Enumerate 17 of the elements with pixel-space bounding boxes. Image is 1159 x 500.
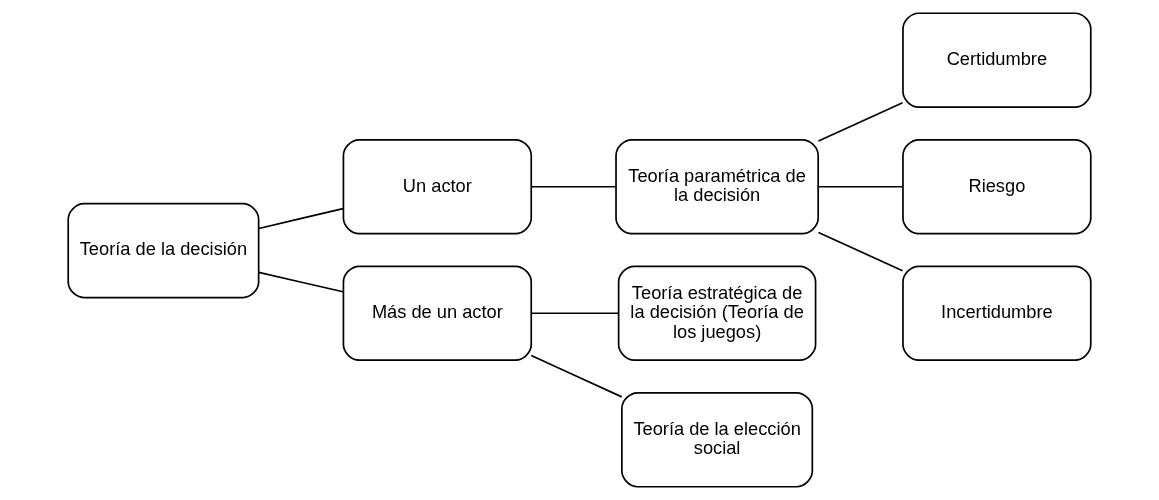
node-box: Teoría de la elección social <box>621 391 814 488</box>
connector <box>530 312 620 315</box>
connector <box>258 271 344 293</box>
node-box: Certidumbre <box>902 12 1092 109</box>
node-box: Riesgo <box>902 138 1092 235</box>
node-box: Teoría de la decisión <box>67 202 260 299</box>
connector <box>530 354 623 398</box>
node-box: Teoría paramétrica de la decisión <box>615 138 820 235</box>
node-box: Teoría estratégica de la decisión (Teoría de los juegos) <box>617 265 817 362</box>
node-box: Un actor <box>342 138 533 235</box>
connector <box>817 185 904 188</box>
connector <box>258 207 344 230</box>
node-box: Más de un actor <box>342 265 533 362</box>
connector <box>817 101 904 142</box>
connector <box>530 185 617 188</box>
node-box: Incertidumbre <box>902 265 1092 362</box>
connector <box>817 231 904 272</box>
